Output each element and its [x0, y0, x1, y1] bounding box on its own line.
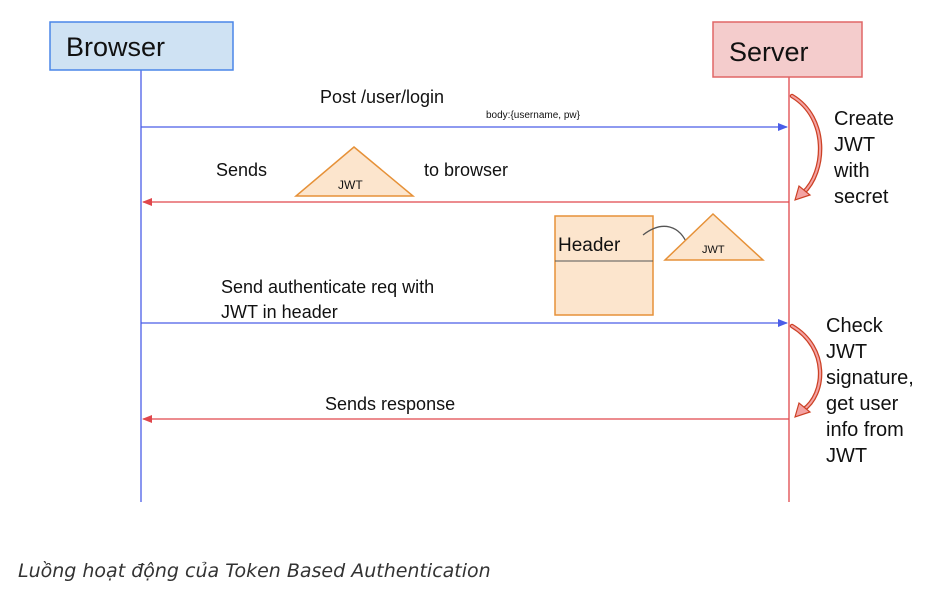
sends-label: Sends	[216, 160, 267, 180]
server-participant: Server	[712, 21, 863, 78]
check-note-line-1: Check	[826, 315, 884, 337]
figure-caption: Luồng hoạt động của Token Based Authenti…	[18, 560, 491, 582]
message-auth-request: Send authenticate req with JWT in header	[141, 277, 788, 327]
header-label: Header	[558, 235, 621, 256]
header-jwt-triangle: JWT	[663, 212, 765, 261]
auth-req-line1: Send authenticate req with	[221, 277, 434, 297]
message-post-login: Post /user/login body:{username, pw}	[141, 87, 788, 131]
jwt-token-label: JWT	[338, 178, 363, 192]
message-sends-response: Sends response	[142, 394, 789, 423]
check-note-line-6: JWT	[826, 445, 867, 467]
header-jwt-label: JWT	[702, 244, 725, 256]
check-note-line-3: signature,	[826, 367, 914, 389]
to-browser-label: to browser	[424, 160, 508, 180]
check-note-line-5: info from	[826, 419, 904, 441]
jwt-token-triangle: JWT	[293, 146, 416, 197]
sends-response-label: Sends response	[325, 394, 455, 414]
header-box	[554, 215, 654, 316]
auth-req-line2: JWT in header	[221, 302, 338, 322]
post-login-sublabel: body:{username, pw}	[486, 110, 581, 121]
create-note-line-2: JWT	[834, 134, 875, 156]
browser-label: Browser	[66, 32, 165, 62]
check-jwt-note: Check JWT signature, get user info from …	[826, 315, 919, 467]
check-note-line-2: JWT	[826, 341, 867, 363]
check-note-line-4: get user	[826, 393, 899, 415]
message-sends-jwt: Sends JWT to browser	[142, 146, 789, 206]
create-note-line-3: with	[833, 160, 870, 182]
create-note-line-4: secret	[834, 186, 889, 208]
create-jwt-note: Create JWT with secret	[833, 108, 900, 208]
check-jwt-self-arrow	[789, 323, 823, 418]
browser-participant: Browser	[49, 21, 234, 71]
create-note-line-1: Create	[834, 108, 894, 130]
server-label: Server	[729, 37, 809, 67]
post-login-label: Post /user/login	[320, 87, 444, 107]
header-illustration: Header JWT	[554, 212, 765, 316]
create-jwt-self-arrow	[789, 93, 823, 201]
